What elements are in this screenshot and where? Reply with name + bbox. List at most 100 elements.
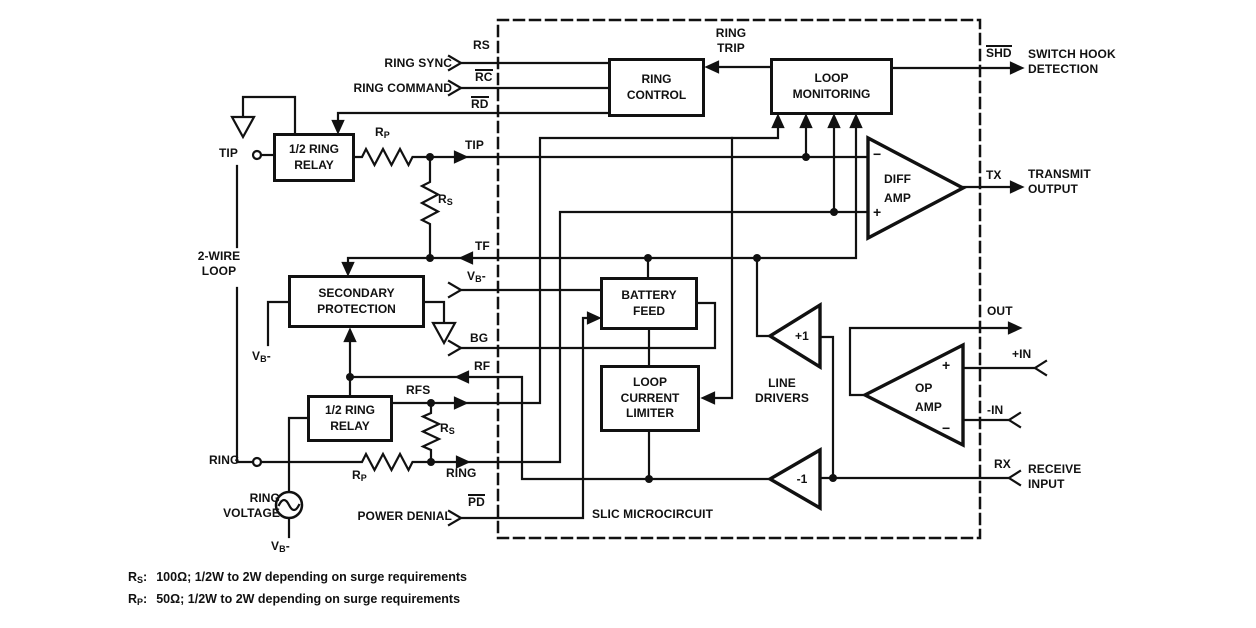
battery-feed-label: BATTERY FEED: [621, 287, 677, 318]
transmit-output-label: TRANSMIT OUTPUT: [1028, 167, 1091, 196]
op-amp-plus-sign: +: [942, 357, 951, 373]
tip-terminal: [251, 149, 275, 161]
pin-rfs: RFS: [406, 383, 431, 397]
wire-tx: [961, 180, 1025, 194]
input-chevron-icon: [1006, 469, 1022, 487]
pin-rd: RD: [471, 96, 489, 111]
wire-bg: [447, 301, 717, 357]
pin-ring: RING: [446, 466, 477, 480]
wire-rf-to-secondary-protection: [343, 327, 357, 379]
wire-rx: [818, 335, 1022, 487]
ring-command-label: RING COMMAND: [353, 81, 452, 95]
wire-ring-sense: [827, 113, 841, 214]
block-secondary-protection: SECONDARY PROTECTION: [288, 275, 425, 328]
block-ring-relay-bottom: 1/2 RING RELAY: [307, 395, 393, 442]
pin-bg: BG: [470, 331, 489, 345]
pin-minus-in: -IN: [987, 403, 1004, 417]
arrow-right-icon: [1009, 61, 1025, 75]
arrow-right-icon: [453, 396, 469, 410]
arrow-right-icon: [1009, 180, 1025, 194]
diff-amp-label: DIFF AMP: [884, 172, 912, 205]
resistor-rs-bottom: [420, 401, 442, 464]
ground-triangle-icon: [431, 321, 457, 346]
block-loop-current-limiter: LOOP CURRENT LIMITER: [600, 365, 700, 432]
pin-vb: VB-: [467, 269, 486, 284]
wire-ring-trip: [704, 60, 772, 74]
wire-minus-in: [961, 411, 1022, 429]
op-amp-minus-sign: −: [942, 420, 951, 436]
wire-tip-sense: [799, 113, 813, 159]
switch-hook-detection-label: SWITCH HOOK DETECTION: [1028, 47, 1116, 76]
rp-top-label: RP: [375, 125, 390, 140]
receive-input-label: RECEIVE INPUT: [1028, 462, 1082, 491]
ring-relay-bottom-label: 1/2 RING RELAY: [324, 402, 375, 433]
wire-opamp-out: [848, 321, 1023, 397]
resistor-rp-bottom: [259, 210, 870, 473]
diff-amp-plus-sign: +: [873, 204, 882, 220]
wire-sp-vb: [266, 300, 290, 347]
wire-pd: [447, 311, 602, 527]
wire-ring-detect: [331, 111, 610, 135]
ring-trip-label: RING TRIP: [715, 26, 747, 55]
slic-boundary-dashed-box: [496, 18, 982, 540]
arrow-right-icon: [586, 311, 602, 325]
arrow-down-icon: [341, 261, 355, 277]
pin-rf: RF: [474, 359, 491, 373]
plus-one-amp-label: +1: [795, 329, 809, 343]
footnote-rp: RP:50Ω; 1/2W to 2W depending on surge re…: [128, 592, 461, 607]
arrow-left-icon: [458, 251, 474, 265]
input-chevron-icon: [1006, 411, 1022, 429]
ring-voltage-label: RING VOLTAGE: [223, 491, 280, 520]
terminal-circle-icon: [251, 456, 263, 468]
pin-rx: RX: [994, 457, 1011, 471]
pin-tip: TIP: [465, 138, 484, 152]
pin-pd: PD: [468, 494, 485, 509]
wire-ring-feed: [259, 210, 870, 473]
ring-sync-label: RING SYNC: [384, 56, 452, 70]
wire-tf: [341, 113, 863, 277]
arrow-up-icon: [827, 113, 841, 129]
sine-icon: [277, 498, 301, 512]
block-ring-relay-top: 1/2 RING RELAY: [273, 133, 355, 182]
diff-amp-minus-sign: −: [873, 146, 882, 162]
arrow-right-icon: [455, 455, 471, 469]
footnote-rs: RS:100Ω; 1/2W to 2W depending on surge r…: [128, 570, 467, 585]
input-chevron-icon: [447, 339, 464, 357]
arrow-up-icon: [849, 113, 863, 129]
wire-shd: [891, 61, 1025, 75]
ring-control-label: RING CONTROL: [626, 71, 687, 102]
pin-tf: TF: [475, 239, 490, 253]
wire-to-loop-current-limiter: [700, 136, 734, 405]
arrow-down-icon: [331, 119, 345, 135]
tip-ground-symbol: [230, 95, 297, 140]
resistor-rp-top: [353, 146, 870, 168]
input-chevron-icon: [1032, 359, 1048, 377]
minus-one-amp-label: -1: [796, 472, 808, 486]
tip-terminal-label: TIP: [219, 146, 238, 160]
wire-plus-one-out: [755, 256, 772, 338]
input-chevron-icon: [447, 281, 464, 299]
terminal-circle-icon: [251, 149, 263, 161]
rs-bottom-label: RS: [440, 421, 455, 436]
rp-bottom-label: RP: [352, 468, 367, 483]
vb-sp-label: VB-: [252, 349, 271, 364]
arrow-right-icon: [453, 150, 469, 164]
loop-current-limiter-label: LOOP CURRENT LIMITER: [620, 375, 680, 421]
pin-rc: RC: [475, 69, 493, 84]
pin-rs: RS: [473, 38, 490, 52]
two-wire-loop-label: 2-WIRE LOOP: [197, 249, 241, 278]
arrow-left-icon: [700, 391, 716, 405]
wire-plus-in: [961, 359, 1048, 377]
arrow-up-icon: [799, 113, 813, 129]
ring-voltage-source: [274, 416, 309, 539]
op-amp-triangle-icon: [861, 342, 965, 448]
wire-ring-sync: [447, 54, 610, 72]
minus-one-amp-triangle-icon: [766, 447, 822, 511]
sp-ground-symbol: [423, 300, 457, 346]
block-battery-feed: BATTERY FEED: [600, 277, 698, 330]
junction-dots: [346, 153, 838, 483]
plus-one-amp-triangle-icon: [766, 301, 822, 371]
ring-terminal: [251, 456, 263, 468]
